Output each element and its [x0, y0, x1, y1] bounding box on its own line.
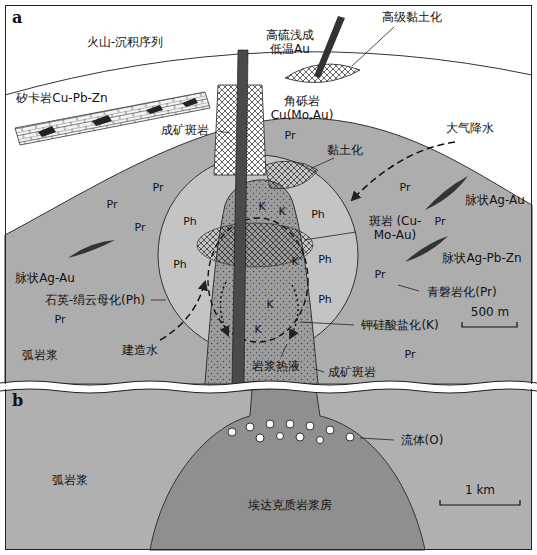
alteration-label: 石英-绢云母化(Ph) — [44, 293, 147, 307]
panel-b: b — [5, 389, 532, 550]
arc-magma-dome — [5, 118, 532, 384]
rock-label: 弧岩浆 — [51, 473, 89, 487]
panel-letter: b — [12, 391, 23, 410]
vein-ag-au — [425, 176, 468, 210]
zone-code: Pr — [399, 181, 412, 194]
fluid-label: 岩浆热液 — [251, 359, 301, 373]
zone-code: Pr — [434, 215, 447, 228]
scale-label: 1 km — [464, 483, 496, 497]
section-break — [0, 381, 537, 393]
fluid-label: 建造水 — [121, 343, 159, 357]
magmatic-fluid-arrow — [290, 285, 298, 338]
zone-code: Ph — [317, 293, 333, 306]
zone-code: Pr — [106, 198, 119, 211]
alteration-label: 高级黏土化 — [381, 10, 443, 24]
porphyry-stock — [205, 180, 318, 384]
rock-label: 成矿斑岩 — [327, 365, 377, 379]
stock-stipple — [205, 180, 318, 384]
deposit-label: 脉状Ag-Au — [464, 193, 526, 207]
potassic-zone — [208, 218, 308, 342]
alteration-label: 黏土化 — [326, 143, 364, 157]
fluid-label: 流体(O) — [400, 433, 445, 447]
zone-code: K — [277, 205, 286, 218]
break-line — [0, 381, 537, 385]
scale-bar — [440, 500, 520, 505]
arc-magma-ground — [5, 389, 532, 550]
formation-water-arrow — [160, 282, 205, 340]
fluid-label: 大气降水 — [445, 121, 495, 135]
zone-code: Pr — [152, 181, 165, 194]
zone-code: K — [257, 200, 266, 213]
zone-code: Pr — [374, 268, 387, 281]
alteration-label: 青磐岩化(Pr) — [426, 285, 497, 299]
scale-label: 500 m — [470, 305, 510, 319]
break-line — [0, 389, 537, 393]
vein-ag-au — [68, 240, 115, 258]
deposit-label: 脉状Ag-Au — [14, 271, 76, 285]
zone-code: Ph — [182, 215, 198, 228]
zone-code: K — [253, 323, 262, 336]
sequence-boundary — [5, 52, 532, 95]
zone-code: K — [290, 255, 299, 268]
chamber-label: 埃达克质岩浆房 — [247, 498, 333, 512]
scale-bar — [462, 322, 517, 327]
deposit-label: 斑岩 (Cu-Mo-Au) — [357, 214, 433, 243]
deposit-label: 矽卡岩Cu-Pb-Zn — [15, 91, 108, 105]
leader-line — [360, 438, 394, 440]
adakitic-magma-chamber — [150, 389, 425, 550]
panel-letter: a — [12, 8, 22, 27]
rock-label: 成矿斑岩 — [160, 123, 210, 137]
deposit-label: 高硫浅成 低温Au — [260, 28, 320, 57]
argillic-cap — [265, 161, 318, 189]
rock-label: 弧岩浆 — [21, 348, 59, 362]
deposit-label: 脉状Ag-Pb-Zn — [441, 251, 522, 265]
zone-code: Pr — [284, 129, 297, 142]
zone-code: Pr — [54, 313, 67, 326]
high-sulphidation-vein — [314, 16, 345, 78]
zone-code: Pr — [404, 348, 417, 361]
zone-code: Pr — [134, 221, 147, 234]
magmatic-fluid-arrow — [220, 282, 228, 335]
fluid-bubbles — [228, 420, 354, 444]
zone-code: K — [265, 298, 274, 311]
meteoric-water-arrow — [352, 142, 455, 200]
sequence-label: 火山-沉积序列 — [86, 35, 164, 49]
zone-code: Ph — [317, 253, 333, 266]
alteration-label: 钾硅酸盐化(K) — [360, 318, 439, 332]
panel-a: a — [5, 5, 532, 384]
zone-code: Ph — [310, 208, 326, 221]
porphyry-dike — [232, 50, 248, 384]
deposit-label: 角砾岩 Cu(Mo,Au) — [267, 94, 337, 123]
zone-code: Ph — [172, 258, 188, 271]
